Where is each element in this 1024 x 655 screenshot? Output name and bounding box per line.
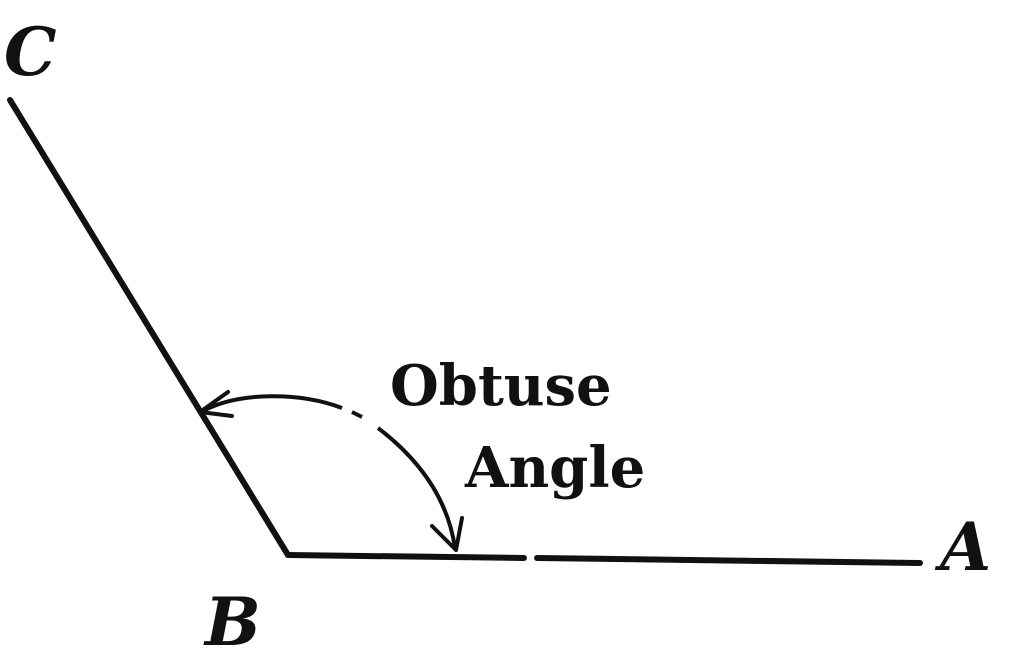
angle-arc-right: [376, 426, 457, 549]
point-label-c: C: [4, 13, 57, 91]
angle-arc-dash: [351, 410, 363, 419]
angle-arc-left: [204, 394, 343, 412]
arrowhead-icon: [198, 390, 234, 418]
ray-ba-segment-2: [534, 555, 923, 566]
arrowhead-icon: [430, 516, 464, 552]
annotation-line-1: Obtuse: [390, 353, 612, 419]
point-label-b: B: [203, 583, 261, 655]
ray-bc: [7, 97, 291, 558]
annotation-line-2: Angle: [464, 435, 645, 501]
ray-ba-segment-1: [285, 552, 527, 561]
point-label-a: A: [934, 508, 991, 586]
